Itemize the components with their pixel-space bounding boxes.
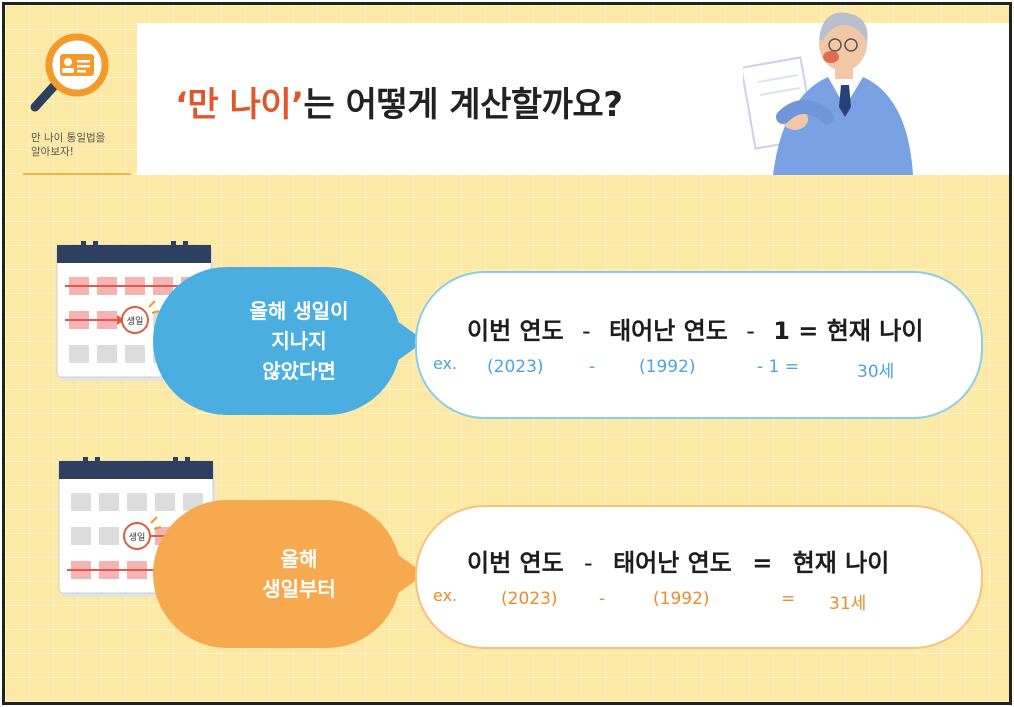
formula2-term1: 이번 연도 (467, 549, 564, 577)
example2-op1: - (599, 589, 606, 609)
formula2-result: 현재 나이 (792, 549, 890, 577)
formula1-term3: 1 = (773, 317, 819, 345)
bubble1-line2: 지나지 (271, 329, 327, 353)
formula-box-passed (415, 505, 983, 649)
condition-bubble-not-passed: 올해 생일이 지나지 않았다면 (153, 267, 401, 415)
formula1-term2: 태어난 연도 (609, 317, 728, 345)
logo-caption-line1: 만 나이 통일법을 (31, 132, 106, 144)
page-title: ‘만 나이’는 어떻게 계산할까요? (175, 77, 623, 126)
logo-caption-line2: 알아보자! (31, 146, 74, 158)
example2-result: 31세 (829, 594, 867, 614)
formula1-op1: - (582, 317, 591, 345)
example2-current-year: (2023) (501, 589, 558, 609)
example1-prefix: ex. (433, 354, 458, 373)
magnifier-id-card-icon (30, 33, 109, 112)
title-accent: ‘만 나이’ (175, 85, 304, 125)
example2-birth-year: (1992) (653, 589, 710, 609)
example2-op2: = (781, 589, 796, 609)
formula1-term1: 이번 연도 (467, 317, 564, 345)
bubble2-line2: 생일부터 (262, 577, 336, 601)
bubble1-line3: 않았다면 (262, 359, 336, 383)
calendar-birthday-label: 생일 (127, 316, 144, 327)
example1-op2: - 1 = (757, 357, 800, 377)
bubble2-line1: 올해 (280, 547, 318, 571)
example1-birth-year: (1992) (639, 357, 696, 377)
condition-bubble-passed: 올해 생일부터 (153, 500, 401, 648)
formula-not-passed: 이번 연도 - 태어난 연도 - 1 = 현재 나이 (467, 311, 923, 346)
calendar2-birthday-label: 생일 (129, 532, 146, 543)
presenter-illustration (743, 12, 913, 175)
formula-passed: 이번 연도 - 태어난 연도 = 현재 나이 (467, 543, 889, 578)
formula2-op1: - (584, 549, 593, 577)
logo-caption: 만 나이 통일법을 알아보자! (31, 131, 131, 159)
formula1-op2: - (746, 317, 755, 345)
formula2-term2: 태어난 연도 (613, 549, 732, 577)
formula1-result: 현재 나이 (826, 317, 924, 345)
title-rest: 는 어떻게 계산할까요? (303, 85, 623, 125)
example1-op1: - (589, 357, 596, 377)
formula2-op2: = (752, 549, 773, 577)
example1-result: 30세 (857, 362, 895, 382)
logo-area: 만 나이 통일법을 알아보자! (23, 23, 131, 175)
formula-box-not-passed (415, 271, 983, 419)
example1-current-year: (2023) (487, 357, 544, 377)
bubble1-line1: 올해 생일이 (249, 299, 349, 323)
example2-prefix: ex. (433, 586, 458, 605)
